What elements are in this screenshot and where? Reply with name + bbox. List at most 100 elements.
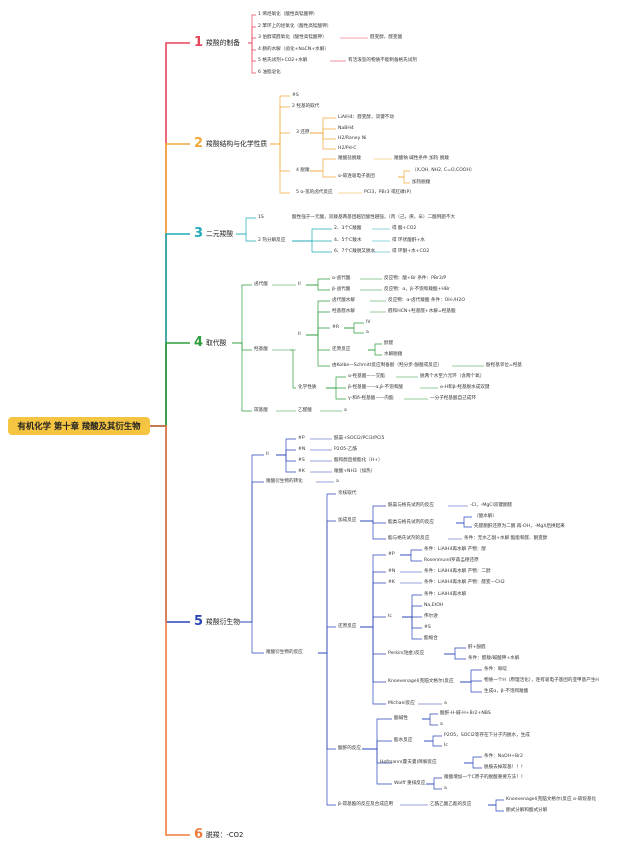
node-text: H2/Raney Ni (338, 136, 367, 141)
connector (368, 349, 382, 356)
node-text: Ic (388, 614, 392, 619)
connector (444, 653, 466, 660)
connector (344, 327, 364, 334)
section-label: 二元羧酸 (206, 230, 234, 238)
node-text: 醛和HCN+羟基醛+水解=羟基酸 (388, 309, 456, 314)
node-text: 2、3个C羧酸 (334, 226, 362, 231)
connector (402, 616, 422, 640)
connector (310, 132, 336, 150)
connector (362, 748, 392, 785)
connector (426, 783, 442, 790)
connector (292, 228, 332, 242)
connector (360, 520, 386, 540)
node-text: 条件：哌啶 (484, 667, 507, 672)
node-text: 2 羟基的取代 (292, 104, 320, 109)
node-text: Knoevenagel(克脑文格尔)反应 (388, 679, 454, 684)
node-text: #R (332, 325, 340, 330)
node-text: 2 热分解反应 (258, 238, 286, 243)
connector (248, 42, 256, 74)
node-text: α-H和β-羟基脱水成双键 (440, 385, 490, 390)
node-text: 条件：LiAlH4再水解 产物：二醇 (424, 569, 491, 574)
node-text: 乙醛酸 (298, 408, 312, 413)
node-text: Na,EtOH (424, 603, 444, 608)
node-text: LiAlH4：醛变醇，双键不动 (338, 115, 394, 120)
node-text: II (266, 452, 269, 457)
connector (424, 740, 442, 747)
node-text: 反应物：酸+Br 条件：PBr3/P (384, 276, 447, 281)
node-text: 4 脱羧 (296, 168, 310, 173)
node-text: 6、7个C羧脱又脱水 (334, 249, 376, 254)
connector (396, 376, 438, 400)
connector (362, 740, 392, 750)
node-text: 酐+酚醛 (468, 645, 486, 650)
connector (150, 143, 190, 427)
connector (460, 669, 482, 683)
connector (344, 322, 364, 329)
node-text: 5 格氏试剂+CO2+水解 (258, 58, 308, 63)
connector (368, 343, 382, 351)
node-text: 3 伯醇或醛氧化（酸性高锰酸钾） (258, 35, 327, 40)
section-label: 羧酸的制备 (206, 39, 241, 47)
section-number: 5 (194, 614, 204, 629)
connector (318, 626, 336, 654)
node-text: 5 α-氢的卤代反应 (296, 190, 333, 195)
connector (306, 284, 330, 291)
connector (248, 37, 256, 44)
node-text: 条件：LiAlH4再水解 (424, 592, 467, 597)
connector (402, 605, 422, 618)
section-number: 6 (194, 827, 204, 842)
node-text: 酸和醇直接酯化（H+） (334, 458, 383, 463)
node-text: 伟尔逊 (424, 614, 438, 619)
connector (310, 128, 336, 134)
node-text: Perkin(珀金)反应 (388, 651, 425, 656)
node-text: 羟基酸 (254, 347, 268, 352)
connector (150, 425, 190, 836)
node-text: Knoevenagel(克脑文格尔)反应 α-碳烷基化 (506, 797, 597, 802)
root-title: 有机化学 第十章 羧酸及其衍生物 (17, 421, 141, 431)
node-text: II (298, 282, 301, 287)
node-text: α-碳连吸电子基团 (338, 174, 375, 179)
connector (310, 158, 336, 172)
node-text: 酸酐的反应 (338, 746, 361, 751)
connector (464, 762, 482, 769)
node-text: Ic (444, 743, 448, 748)
connector (276, 449, 296, 456)
node-text: 羧酸钠 碱性条件 加热 脱羧 (394, 156, 449, 161)
node-text: 脱两个水至六元环（含两个氧） (420, 374, 485, 379)
connector (426, 777, 442, 785)
node-text: β-羟基酸——α,β-不饱和酸 (348, 385, 404, 390)
node-text: P2O5-乙酰 (334, 447, 358, 452)
node-text: #N (388, 569, 396, 574)
connector (290, 349, 296, 389)
node-text: β-卤代酸 (332, 287, 351, 292)
node-text: 酯类与格氏试剂的反应 (388, 520, 434, 525)
root-topic[interactable]: 有机化学 第十章 羧酸及其衍生物 (8, 417, 150, 435)
connector (150, 342, 190, 427)
node-text: 羟基醛水解 (332, 309, 355, 314)
node-text: 反应物：α-卤代羧酸 条件：OH-/H2O (388, 298, 465, 303)
section-label: 取代酸 (206, 339, 227, 347)
connector (488, 799, 504, 806)
node-text: 酸酐-H-碱-H+Br2+NBS (440, 711, 491, 716)
node-text: 6 油脂皂化 (258, 70, 281, 75)
connector (236, 217, 256, 235)
node-text: α-羟基酸——交酯 (348, 374, 385, 379)
node-text: #S (298, 458, 305, 463)
node-text: II (298, 332, 301, 337)
connector (360, 505, 386, 522)
node-text: 卤代酸 (254, 282, 268, 287)
node-text: a (336, 479, 339, 484)
node-text: 酸性强于一元酸，双羧基两基团越近酸性越强，（丙（己，庚，辛）二酸例题不大 (292, 215, 456, 220)
node-text: 1 烯烃氧化（酸性高锰酸钾） (258, 12, 318, 17)
connector (326, 387, 346, 400)
node-text: Wolff 重排反应 (394, 781, 426, 786)
connector (448, 505, 468, 540)
